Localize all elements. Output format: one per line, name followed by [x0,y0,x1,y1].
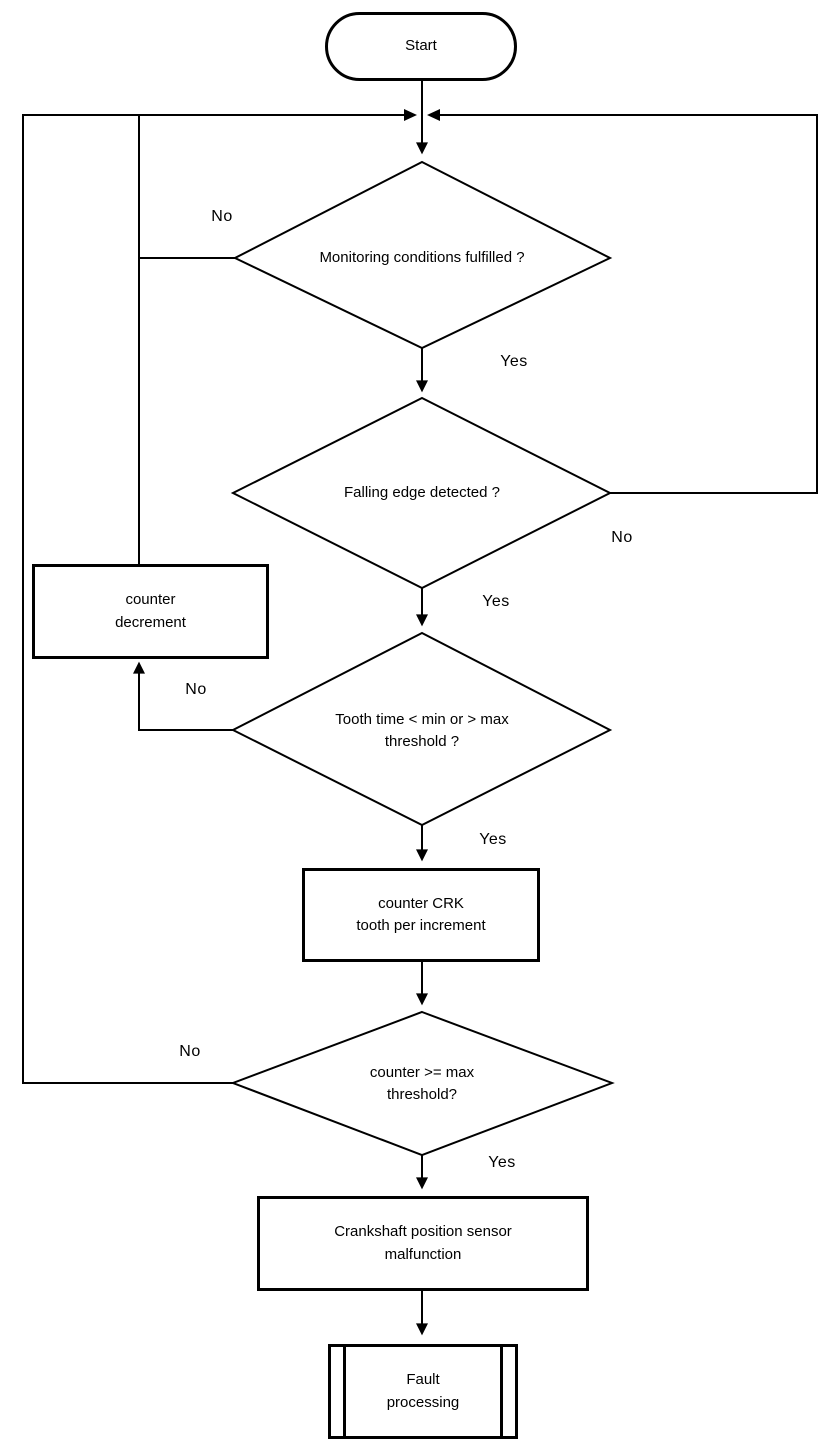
merge-arrow-right-icon [427,109,440,121]
double-bar-right [500,1347,503,1436]
decision-falling-edge-label: Falling edge detected ? [344,483,500,501]
label-monitoring-yes: Yes [500,353,528,370]
label-counter-max-yes: Yes [488,1154,516,1171]
edge-counter-max-no-loop [22,114,404,1084]
label-tooth-time-yes: Yes [479,831,507,848]
label-counter-max-no: No [179,1043,201,1060]
label-monitoring-no: No [211,208,233,225]
node-start: Start [325,12,517,81]
start-label: Start [405,37,437,55]
label-falling-edge-yes: Yes [482,593,510,610]
counter-crk-label: counter CRK tooth per increment [356,894,486,935]
decision-monitoring-label-box: Monitoring conditions fulfilled ? [242,244,602,272]
fault-processing-label: Fault processing [386,1371,460,1411]
decision-counter-max-label-box: counter >= max threshold? [242,1060,602,1108]
edge-tooth-time-no [133,661,233,731]
edge-falling-edge-no-loop [440,114,818,494]
malfunction-label: Crankshaft position sensor malfunction [334,1223,512,1263]
decision-tooth-time-shape [230,631,613,827]
node-fault-processing: Fault processing [328,1344,518,1439]
decision-monitoring-shape [232,160,613,350]
double-bar-left [343,1347,346,1436]
decision-tooth-time-label-box: Tooth time < min or > max threshold ? [242,707,602,755]
node-counter-crk: counter CRK tooth per increment [302,868,540,962]
junction-arrows [404,109,440,121]
decision-group [230,160,615,1157]
node-counter-decrement: counter decrement [32,564,269,659]
merge-arrow-left-icon [404,109,417,121]
decision-monitoring-label: Monitoring conditions fulfilled ? [319,248,525,266]
label-tooth-time-no: No [185,681,207,698]
node-malfunction: Crankshaft position sensor malfunction [257,1196,589,1291]
decision-counter-max-shape [230,1010,615,1157]
decision-falling-edge-shape [230,396,613,590]
decision-tooth-time-label: Tooth time < min or > max threshold ? [335,710,509,751]
connector-group [22,81,818,1336]
counter-decrement-label: counter decrement [115,591,186,631]
decision-falling-edge-label-box: Falling edge detected ? [242,479,602,507]
decision-counter-max-label: counter >= max threshold? [369,1063,475,1104]
label-falling-edge-no: No [611,529,633,546]
